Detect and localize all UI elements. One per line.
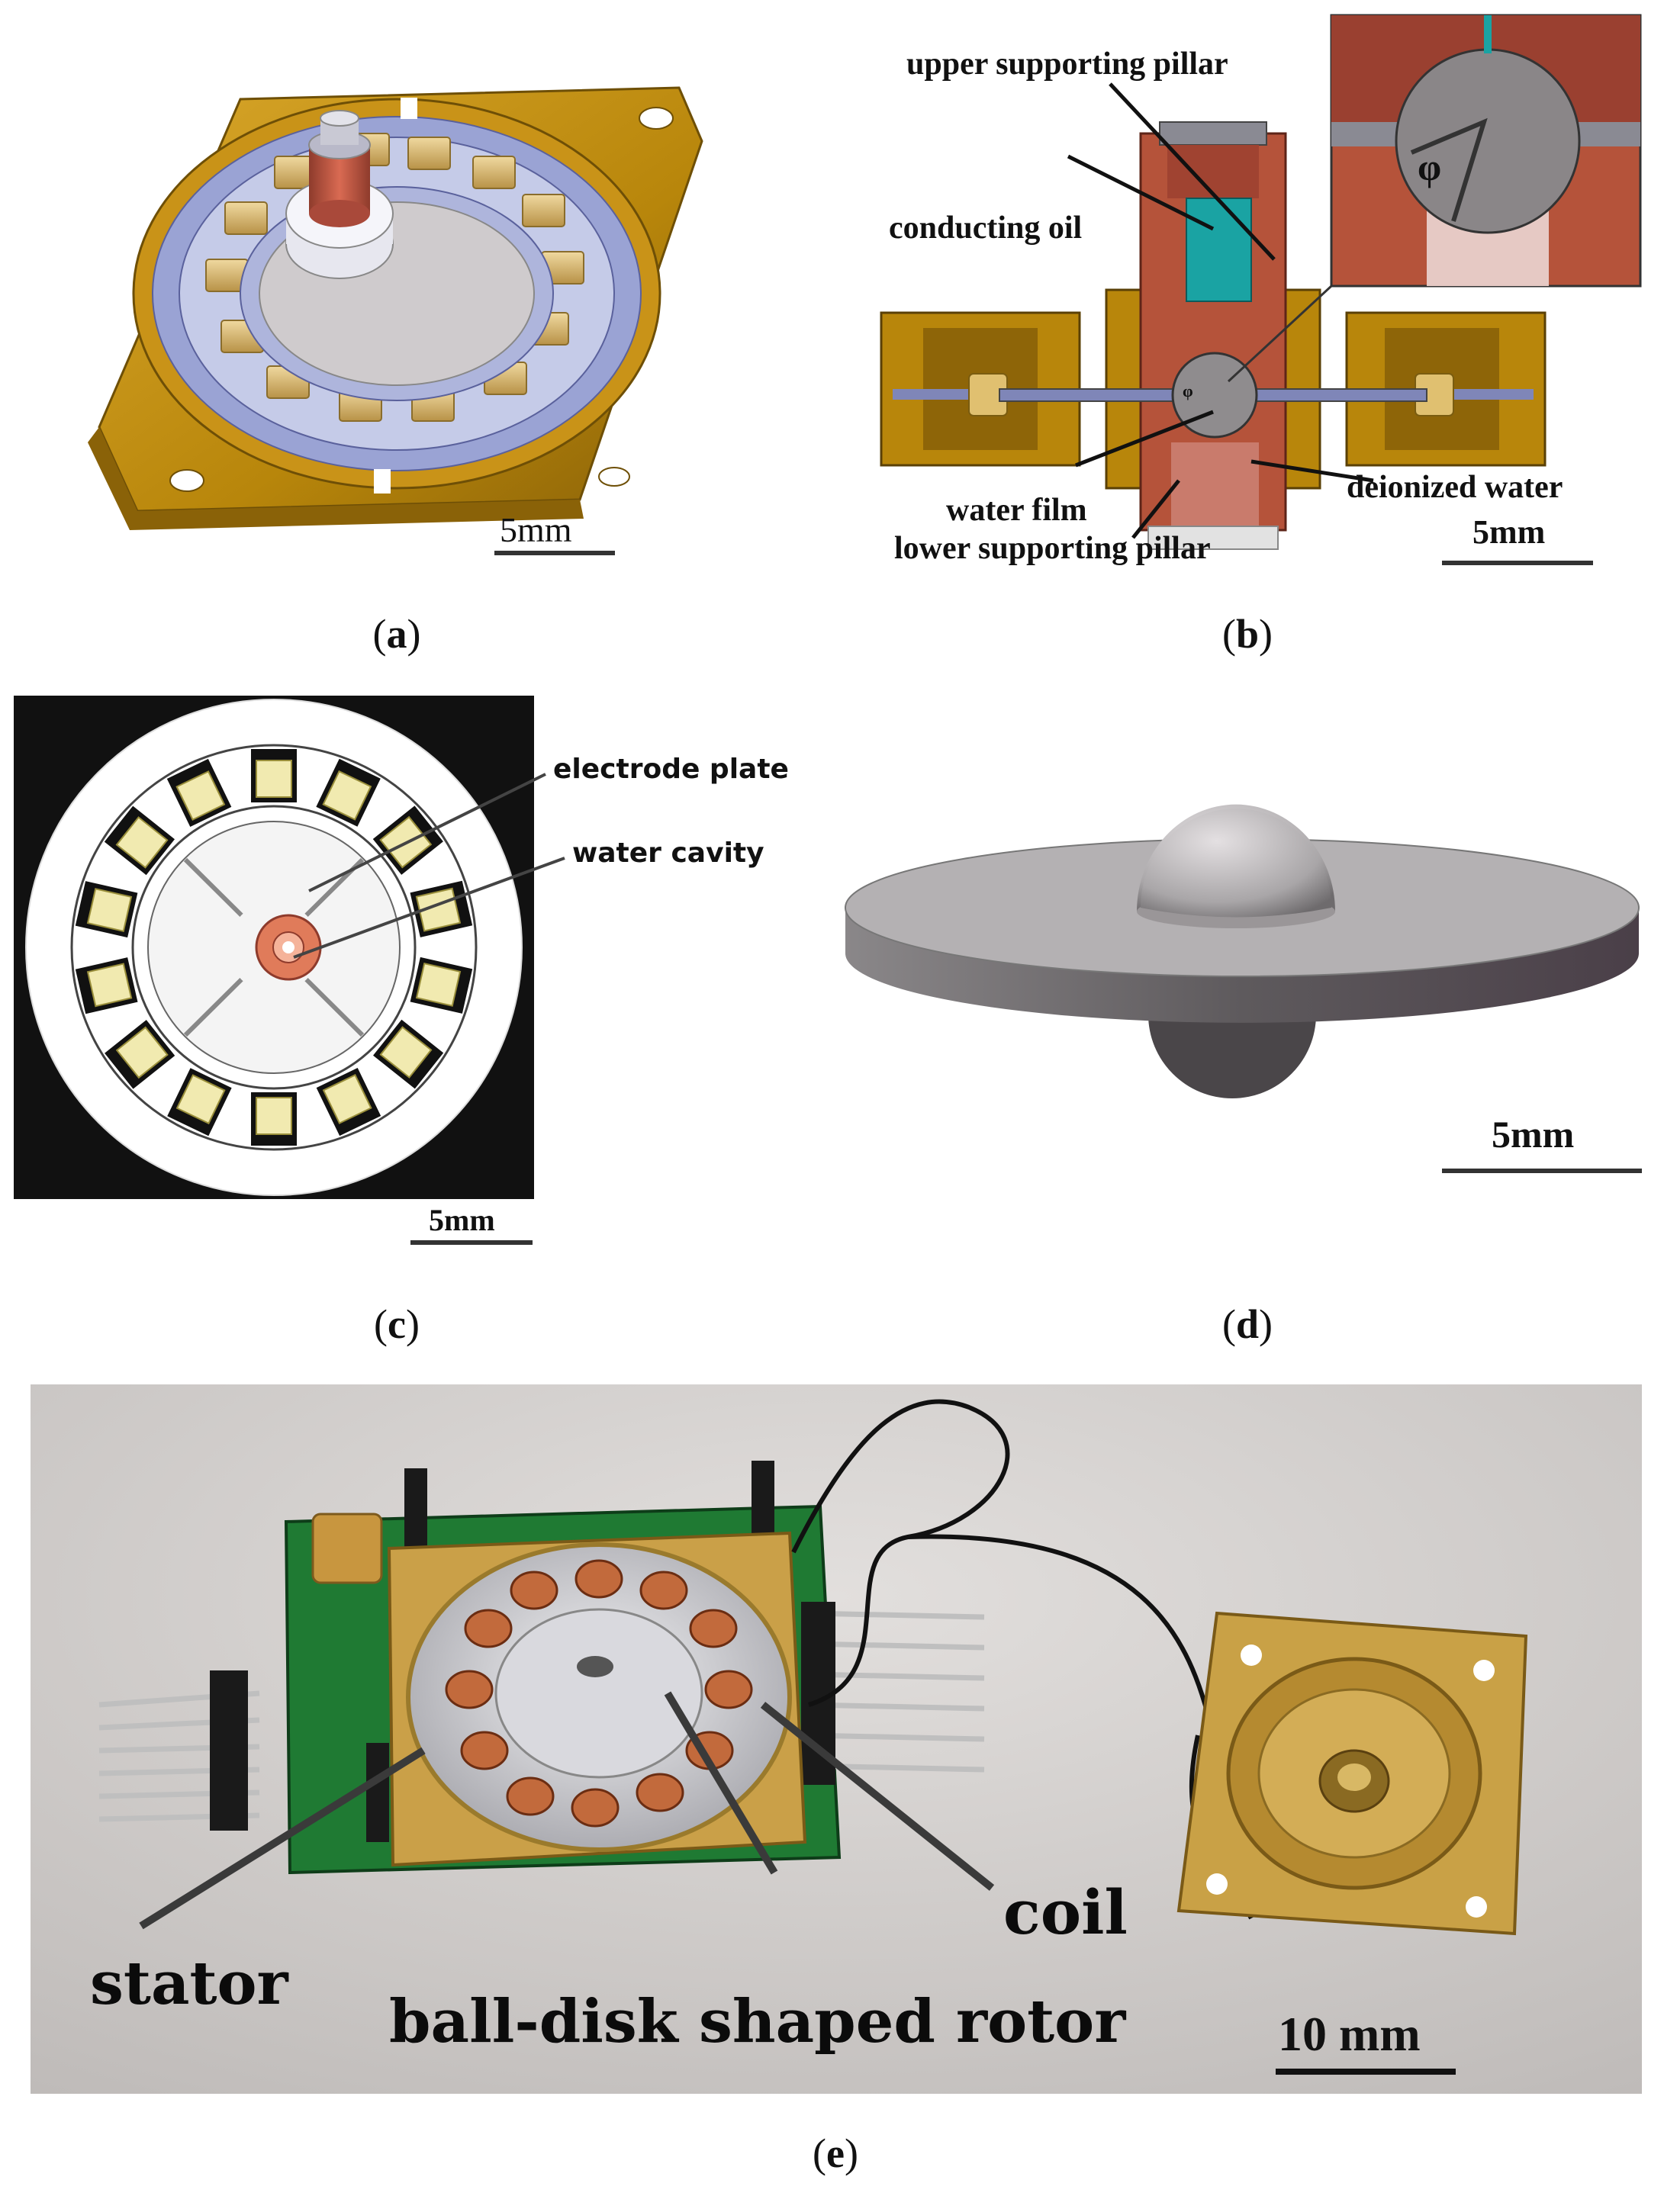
panel-e-scale-label: 10 mm	[1278, 2007, 1421, 2061]
panel-e-scale-bar	[1276, 2069, 1456, 2075]
panel-e-photo	[31, 1384, 1642, 2094]
panel-b-caption: (b)	[1221, 611, 1273, 657]
label-stator: stator	[90, 1949, 288, 2018]
panel-c-scale-bar	[410, 1240, 533, 1245]
panel-c-scale-label: 5mm	[429, 1203, 495, 1237]
label-electrode-plate: electrode plate	[553, 754, 789, 785]
label-lower-supporting-pillar: lower supporting pillar	[894, 531, 1211, 566]
panel-a	[46, 31, 732, 564]
panel-c	[14, 696, 534, 1199]
panel-d-scale-label: 5mm	[1492, 1113, 1575, 1156]
panel-b-scale-label: 5mm	[1472, 513, 1546, 551]
stator-assembly-3d-illustration	[88, 86, 703, 530]
panel-a-caption: (a)	[372, 611, 421, 657]
panel-a-scale-bar	[494, 551, 615, 555]
panel-d-caption: (d)	[1221, 1301, 1273, 1347]
label-angle-phi: φ	[1418, 146, 1442, 188]
device-photo-illustration	[31, 1384, 1642, 2094]
label-deionized-water: deionized water	[1347, 470, 1563, 505]
label-coil: coil	[1003, 1876, 1128, 1948]
label-water-cavity: water cavity	[572, 838, 764, 869]
stator-top-view	[25, 699, 523, 1196]
label-conducting-oil: conducting oil	[889, 211, 1083, 246]
panel-e-caption: (e)	[813, 2130, 858, 2176]
label-angle-phi-small: φ	[1183, 381, 1193, 400]
panel-d-scale-bar	[1442, 1169, 1642, 1173]
label-upper-supporting-pillar: upper supporting pillar	[906, 47, 1228, 82]
cross-section-diagram	[880, 14, 1642, 550]
panel-b-scale-bar	[1442, 561, 1593, 565]
label-water-film: water film	[946, 493, 1087, 528]
panel-a-scale-label: 5mm	[500, 510, 572, 549]
label-ball-disk-shaped-rotor: ball-disk shaped rotor	[389, 1987, 1126, 2056]
panel-b	[877, 8, 1648, 587]
ball-disk-rotor-3d	[845, 804, 1640, 1098]
panel-d	[832, 786, 1656, 1182]
panel-c-caption: (c)	[374, 1301, 420, 1347]
